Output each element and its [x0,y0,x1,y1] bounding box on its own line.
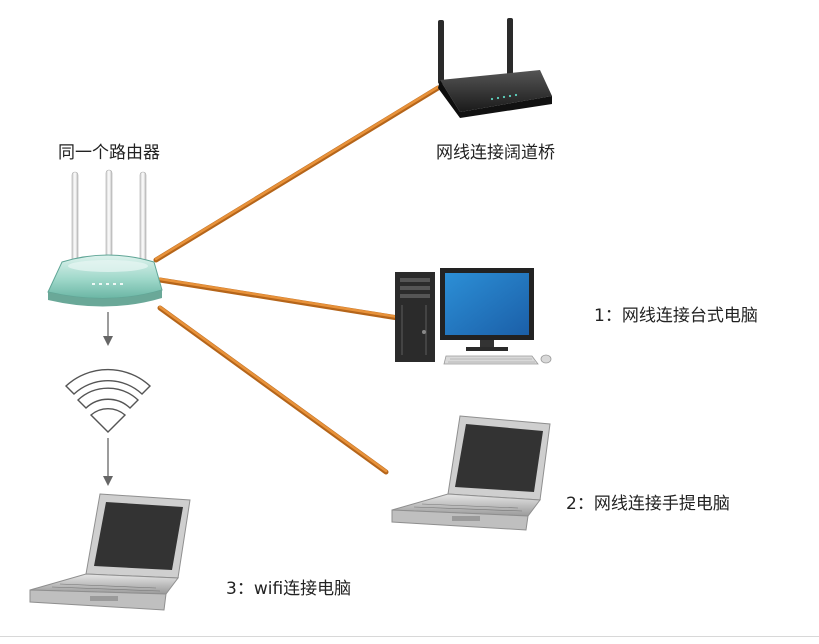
wifi-icon [64,368,152,433]
cables [153,85,441,475]
bottom-divider [0,636,819,637]
cable-to-desktop-highlight [158,277,400,319]
desktop-computer-icon [395,268,552,365]
laptop-icon [29,493,191,611]
cable-to-bridge-highlight [154,85,440,261]
arrow-down-icon [103,438,113,486]
cable-to-laptop-highlight [158,305,388,473]
router-label: 同一个路由器 [58,143,160,163]
laptop-wired-label: 2：网线连接手提电脑 [566,494,730,514]
desktop-label: 1：网线连接台式电脑 [594,306,758,326]
router-icon [47,169,163,307]
laptop-icon [391,415,551,531]
laptop-wifi-label: 3：wifi连接电脑 [226,579,352,599]
bridge-label: 网线连接阔道桥 [436,143,555,163]
arrow-down-icon [103,312,113,346]
bridge-router-icon [438,18,552,118]
